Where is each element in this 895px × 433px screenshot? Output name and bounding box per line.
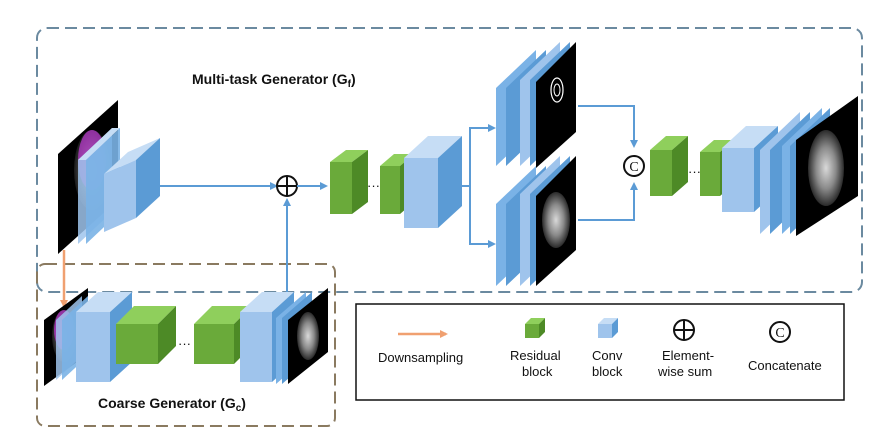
fine-residual-block-1 xyxy=(330,150,368,214)
lower-branch-output-image xyxy=(536,156,576,286)
lower-to-concat-arrow xyxy=(578,182,638,221)
ellipsis-1: ··· xyxy=(367,178,380,193)
legend-concat-label: Concatenate xyxy=(748,358,822,373)
branch-upper-arrow xyxy=(462,124,496,187)
legend-residual-label-1: Residual xyxy=(510,348,561,363)
coarse-residual-block-1 xyxy=(116,306,176,364)
legend-sum-label-2: wise sum xyxy=(657,364,712,379)
legend-residual-label-2: block xyxy=(522,364,553,379)
legend-downsampling: Downsampling xyxy=(378,330,463,365)
svg-text:C: C xyxy=(629,160,638,175)
legend-box xyxy=(355,303,845,401)
legend-conv-label-1: Conv xyxy=(592,348,623,363)
coarse-output-image xyxy=(288,288,328,384)
legend-sum-label-1: Element- xyxy=(662,348,714,363)
fine-generator-title: Multi-task Generator (Gf) xyxy=(192,71,356,90)
coarse-generator-title: Coarse Generator (Gc) xyxy=(98,395,246,414)
legend-conv: Conv block xyxy=(592,318,623,379)
legend-concat-icon xyxy=(769,321,791,343)
fine-conv-block-1 xyxy=(78,128,120,244)
branch-lower-arrow xyxy=(469,186,496,248)
legend-conv-label-2: block xyxy=(592,364,623,379)
fine-conv-block-2 xyxy=(104,138,160,232)
element-wise-sum-icon xyxy=(276,175,298,197)
ellipsis-3: ··· xyxy=(178,336,191,351)
svg-text:C: C xyxy=(775,326,784,341)
segmentation-output-image xyxy=(536,42,576,168)
ellipsis-2: ··· xyxy=(688,164,701,179)
fine-generator-frame xyxy=(36,27,863,293)
legend-sum: Element- wise sum xyxy=(657,319,714,379)
legend-concatenate: C Concatenate xyxy=(748,321,822,373)
fine-conv-block-3 xyxy=(404,136,462,228)
concatenate-icon: C xyxy=(623,155,645,177)
legend-downsampling-label: Downsampling xyxy=(378,350,463,365)
fine-residual-block-3 xyxy=(650,136,688,196)
final-output-image xyxy=(796,96,858,236)
upper-to-concat-arrow xyxy=(578,105,638,148)
legend-residual: Residual block xyxy=(510,318,561,379)
coarse-generator-frame xyxy=(36,263,336,427)
